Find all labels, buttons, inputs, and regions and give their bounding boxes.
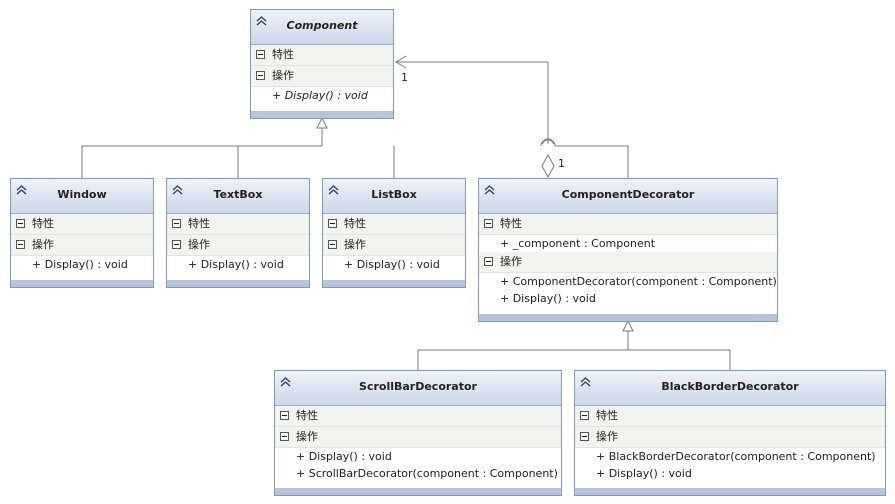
- attributes-section[interactable]: 特性: [479, 214, 777, 235]
- collapse-minus-icon[interactable]: [172, 240, 181, 249]
- collapse-minus-icon[interactable]: [256, 50, 265, 59]
- aggregation-line: [396, 61, 629, 178]
- class-listbox[interactable]: ListBox 特性 操作 + Display() : void: [322, 178, 466, 288]
- class-footer: [575, 488, 885, 495]
- collapse-minus-icon[interactable]: [16, 240, 25, 249]
- operation-item: + Display() : void: [167, 256, 309, 273]
- class-header[interactable]: BlackBorderDecorator: [575, 371, 885, 406]
- class-header[interactable]: Component: [251, 10, 393, 45]
- class-header[interactable]: ComponentDecorator: [479, 179, 777, 214]
- operations-section[interactable]: 操作: [575, 427, 885, 448]
- operation-item: + ScrollBarDecorator(component : Compone…: [275, 465, 561, 482]
- operation-item: + Display() : void: [323, 256, 465, 273]
- class-name: BlackBorderDecorator: [661, 380, 799, 393]
- collapse-chevron-icon[interactable]: [172, 184, 183, 195]
- class-name: Component: [286, 19, 358, 32]
- operation-item: + Display() : void: [11, 256, 153, 273]
- operations-section[interactable]: 操作: [167, 235, 309, 256]
- operation-item: + Display() : void: [251, 87, 393, 104]
- class-name: ListBox: [371, 188, 417, 201]
- operations-section[interactable]: 操作: [479, 252, 777, 273]
- class-footer: [11, 280, 153, 287]
- attributes-section[interactable]: 特性: [575, 406, 885, 427]
- collapse-chevron-icon[interactable]: [328, 184, 339, 195]
- attributes-section[interactable]: 特性: [251, 45, 393, 66]
- attributes-label: 特性: [596, 409, 618, 422]
- attribute-item: + _component : Component: [479, 235, 777, 252]
- class-footer: [479, 314, 777, 321]
- attributes-section[interactable]: 特性: [323, 214, 465, 235]
- class-name: ScrollBarDecorator: [359, 380, 477, 393]
- operations-label: 操作: [296, 430, 318, 443]
- attributes-label: 特性: [188, 217, 210, 230]
- class-window[interactable]: Window 特性 操作 + Display() : void: [10, 178, 154, 288]
- attributes-section[interactable]: 特性: [11, 214, 153, 235]
- collapse-minus-icon[interactable]: [580, 432, 589, 441]
- class-name: TextBox: [213, 188, 263, 201]
- class-componentdecorator[interactable]: ComponentDecorator 特性 + _component : Com…: [478, 178, 778, 322]
- class-component[interactable]: Component 特性 操作 + Display() : void: [250, 9, 394, 119]
- class-name: Window: [57, 188, 107, 201]
- attributes-label: 特性: [272, 48, 294, 61]
- operation-item: + BlackBorderDecorator(component : Compo…: [575, 448, 885, 465]
- attributes-label: 特性: [296, 409, 318, 422]
- class-blackborderdecorator[interactable]: BlackBorderDecorator 特性 操作 + BlackBorder…: [574, 370, 886, 496]
- operations-label: 操作: [188, 238, 210, 251]
- class-name: ComponentDecorator: [561, 188, 695, 201]
- collapse-chevron-icon[interactable]: [16, 184, 27, 195]
- generalization-arrowhead: [316, 116, 328, 129]
- generalization-decorator-arrowhead: [622, 319, 634, 332]
- class-textbox[interactable]: TextBox 特性 操作 + Display() : void: [166, 178, 310, 288]
- operation-item: + Display() : void: [275, 448, 561, 465]
- generalization-scrollbar: [417, 349, 731, 370]
- operations-section[interactable]: 操作: [323, 235, 465, 256]
- aggregation-arrow: [395, 55, 407, 69]
- collapse-minus-icon[interactable]: [16, 219, 25, 228]
- class-header[interactable]: TextBox: [167, 179, 309, 214]
- aggregation-diamond: [541, 153, 555, 179]
- operations-section[interactable]: 操作: [11, 235, 153, 256]
- collapse-chevron-icon[interactable]: [580, 376, 591, 387]
- class-footer: [323, 280, 465, 287]
- class-footer: [275, 488, 561, 495]
- class-footer: [251, 111, 393, 118]
- attributes-label: 特性: [344, 217, 366, 230]
- class-header[interactable]: Window: [11, 179, 153, 214]
- collapse-chevron-icon[interactable]: [484, 184, 495, 195]
- attributes-section[interactable]: 特性: [275, 406, 561, 427]
- collapse-chevron-icon[interactable]: [280, 376, 291, 387]
- operation-item: + Display() : void: [575, 465, 885, 482]
- operations-label: 操作: [32, 238, 54, 251]
- operations-label: 操作: [596, 430, 618, 443]
- collapse-minus-icon[interactable]: [328, 219, 337, 228]
- collapse-minus-icon[interactable]: [280, 432, 289, 441]
- collapse-minus-icon[interactable]: [256, 71, 265, 80]
- operations-label: 操作: [344, 238, 366, 251]
- attributes-section[interactable]: 特性: [167, 214, 309, 235]
- collapse-chevron-icon[interactable]: [256, 15, 267, 26]
- attributes-label: 特性: [32, 217, 54, 230]
- class-footer: [167, 280, 309, 287]
- collapse-minus-icon[interactable]: [172, 219, 181, 228]
- collapse-minus-icon[interactable]: [280, 411, 289, 420]
- class-header[interactable]: ScrollBarDecorator: [275, 371, 561, 406]
- class-header[interactable]: ListBox: [323, 179, 465, 214]
- class-scrollbardecorator[interactable]: ScrollBarDecorator 特性 操作 + Display() : v…: [274, 370, 562, 496]
- collapse-minus-icon[interactable]: [328, 240, 337, 249]
- operation-item: + ComponentDecorator(component : Compone…: [479, 273, 777, 290]
- generalization-window: [81, 145, 322, 178]
- multiplicity-decorator: 1: [558, 157, 565, 170]
- operation-item: + Display() : void: [479, 290, 777, 307]
- operations-section[interactable]: 操作: [275, 427, 561, 448]
- collapse-minus-icon[interactable]: [484, 257, 493, 266]
- collapse-minus-icon[interactable]: [580, 411, 589, 420]
- operations-section[interactable]: 操作: [251, 66, 393, 87]
- operations-label: 操作: [500, 255, 522, 268]
- attributes-label: 特性: [500, 217, 522, 230]
- collapse-minus-icon[interactable]: [484, 219, 493, 228]
- multiplicity-component: 1: [401, 71, 408, 84]
- operations-label: 操作: [272, 69, 294, 82]
